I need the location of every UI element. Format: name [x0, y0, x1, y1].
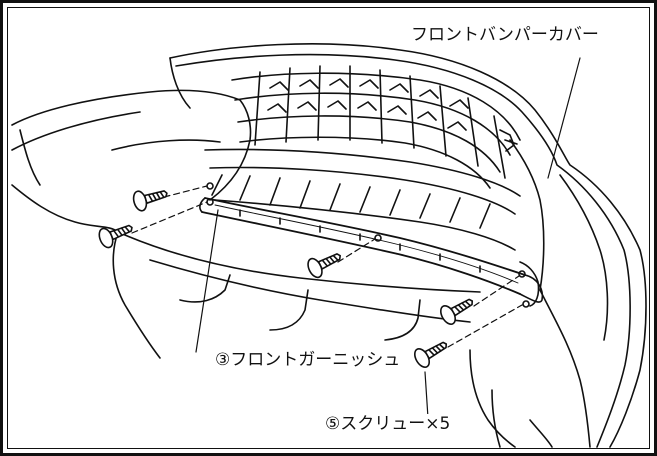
front-bumper-cover-label: フロントバンパーカバー [411, 25, 599, 45]
lower-grille [204, 148, 521, 251]
lower-skirt [117, 231, 553, 448]
front-bumper-cover-outline [111, 43, 647, 448]
front-garnish-label: ③フロントガーニッシュ [215, 350, 401, 370]
screw-label: ⑤スクリュー×5 [325, 414, 451, 434]
screw-icon [98, 224, 133, 249]
screw-icon [307, 253, 341, 279]
upper-grille-mesh [231, 65, 521, 189]
screw-holes [206, 182, 530, 308]
screw-icon [439, 298, 474, 325]
label-leaders [195, 57, 581, 419]
front-garnish-strip [199, 197, 544, 307]
screw-guide-lines [131, 185, 523, 348]
screw-icon [132, 190, 168, 212]
screw-icon [413, 341, 448, 368]
left-side-panel [11, 89, 241, 359]
